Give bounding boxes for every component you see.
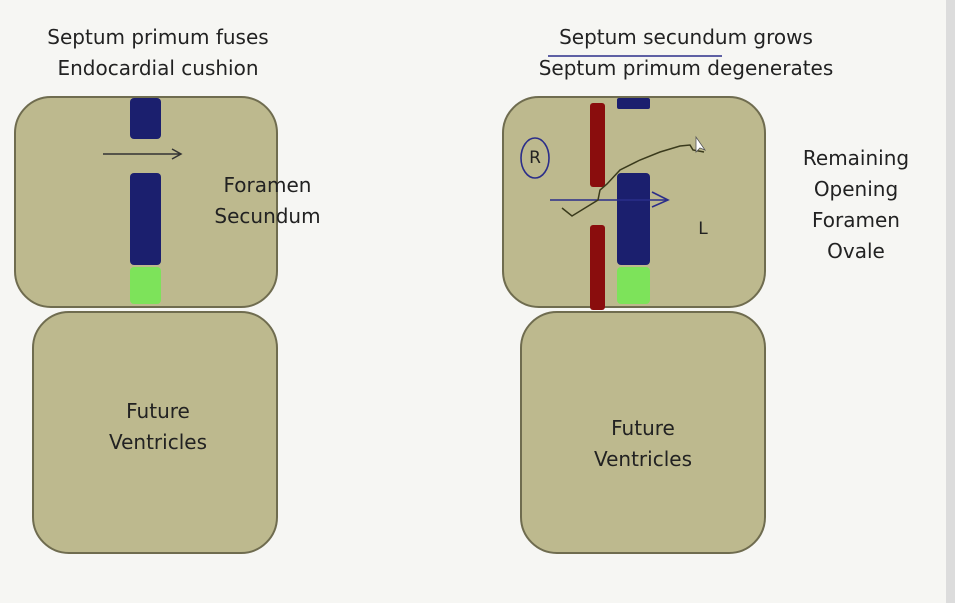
septum-secundum-upper xyxy=(590,103,605,187)
septum-primum-flap xyxy=(617,173,650,265)
shunt-arrow-icon xyxy=(550,191,670,208)
label-line: Foramen xyxy=(223,173,312,197)
label-line: Future xyxy=(611,416,675,440)
left-title-line-2: Endocardial cushion xyxy=(57,56,259,80)
label-line: Ventricles xyxy=(593,447,692,471)
label-line: Remaining xyxy=(802,146,910,170)
cursor-icon xyxy=(695,135,707,153)
right-ventricles-label: Future Ventricles xyxy=(568,413,718,475)
foramen-ovale-label: Remaining Opening Foramen Ovale xyxy=(786,143,926,267)
flow-arrow-icon xyxy=(103,148,183,160)
label-line: Opening xyxy=(813,177,899,201)
right-title-line-2: Septum primum degenerates xyxy=(538,56,834,80)
left-title-line-1: Septum primum fuses xyxy=(47,25,269,49)
left-ventricles-label: Future Ventricles xyxy=(83,396,233,458)
label-line: Ventricles xyxy=(108,430,207,454)
left-title: Septum primum fuses Endocardial cushion xyxy=(18,22,298,84)
right-atrium-marker: R xyxy=(529,148,541,168)
window-edge xyxy=(946,0,955,603)
septum-secundum-lower xyxy=(590,225,605,310)
right-title-line-1: Septum secundum grows xyxy=(559,25,813,49)
septum-primum-upper xyxy=(130,98,161,139)
septum-primum-remnant-top xyxy=(617,98,650,109)
label-line: Foramen xyxy=(812,208,900,232)
right-title: Septum secundum grows Septum primum dege… xyxy=(516,22,856,84)
foramen-secundum-label: Foramen Secundum xyxy=(200,170,335,232)
septum-primum-lower xyxy=(130,173,161,265)
label-line: Ovale xyxy=(827,239,885,263)
circle-annotation xyxy=(520,137,550,179)
right-ventricles-chamber xyxy=(520,311,766,554)
endocardial-cushion xyxy=(130,267,161,304)
left-atrium-marker: L xyxy=(698,219,708,239)
hand-drawn-flow-path xyxy=(561,144,705,217)
label-line: Secundum xyxy=(214,204,321,228)
label-line: Future xyxy=(126,399,190,423)
left-ventricles-chamber xyxy=(32,311,278,554)
endocardial-cushion-right xyxy=(617,267,650,304)
